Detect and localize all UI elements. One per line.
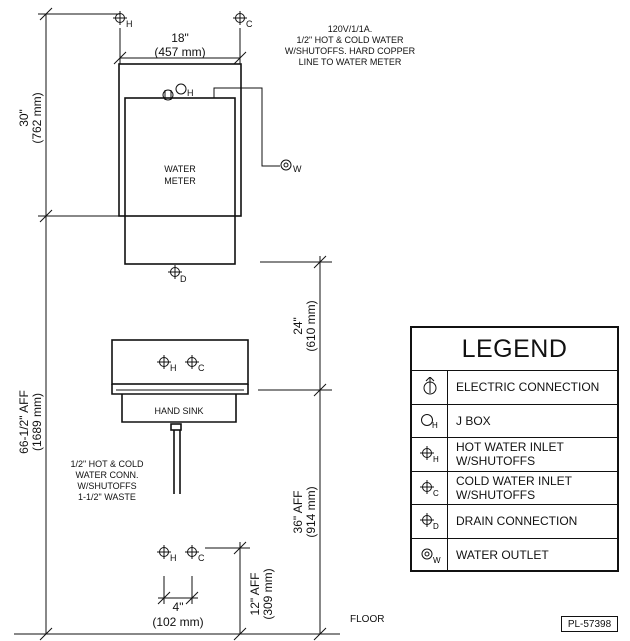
gap-mm-label: (610 mm) [304, 300, 318, 351]
supply-line [213, 87, 280, 167]
tick-mark [233, 627, 247, 641]
legend-row: ELECTRIC CONNECTION [412, 371, 617, 405]
sink-note-3: W/SHUTOFFS [77, 481, 136, 491]
spacing-in-label: 4" [173, 600, 184, 614]
tick-mark [157, 591, 171, 605]
sink-note-1: 1/2" HOT & COLD [70, 459, 144, 469]
tick-mark [39, 7, 53, 21]
width-mm-label: (457 mm) [154, 45, 205, 59]
tick-mark [113, 51, 127, 65]
legend-row: D DRAIN CONNECTION [412, 505, 617, 539]
svg-text:C: C [246, 19, 253, 29]
j-box-symbol: H [175, 83, 194, 98]
svg-text:H: H [126, 19, 133, 29]
svg-text:H: H [432, 421, 438, 430]
svg-text:W: W [433, 556, 441, 565]
hot-water-inlet-icon: H [412, 438, 448, 471]
legend-text: WATER OUTLET [456, 548, 549, 563]
height-mm-label: (762 mm) [30, 92, 44, 143]
svg-text:D: D [433, 522, 439, 531]
power-note-2: 1/2" HOT & COLD WATER [296, 35, 404, 45]
sink-in-label: 36" AFF [291, 491, 305, 534]
legend-text: J BOX [456, 413, 491, 428]
hand-sink [111, 339, 249, 494]
height-in-label: 30" [17, 109, 31, 127]
power-note-4: LINE TO WATER METER [299, 57, 402, 67]
legend-title: LEGEND [412, 328, 617, 371]
wall-backplate [118, 63, 242, 217]
tick-mark [185, 591, 199, 605]
spacing-mm-label: (102 mm) [152, 615, 203, 629]
svg-text:H: H [170, 553, 177, 563]
total-mm-label: (1689 mm) [30, 393, 44, 451]
low-cold-symbol: C [185, 545, 205, 563]
svg-text:C: C [433, 489, 439, 498]
water-meter-label-1: WATER [164, 164, 196, 174]
cold-water-inlet-icon: C [412, 471, 448, 504]
j-box-icon: H [412, 404, 448, 437]
sink-note-4: 1-1/2" WASTE [78, 492, 136, 502]
tick-mark [313, 383, 327, 397]
gap-in-label: 24" [291, 317, 305, 335]
svg-text:H: H [187, 88, 194, 98]
sink-mm-label: (914 mm) [304, 486, 318, 537]
low-hot-symbol: H [157, 545, 177, 563]
tick-mark [313, 627, 327, 641]
electric-connection-icon [412, 371, 448, 404]
width-in-label: 18" [171, 31, 189, 45]
hot-water-symbol-top: H [113, 11, 133, 29]
electric-connection-symbol [162, 89, 174, 101]
power-note-3: W/SHUTOFFS. HARD COPPER [285, 46, 416, 56]
sink-note-2: WATER CONN. [76, 470, 139, 480]
legend-text: ELECTRIC CONNECTION [456, 380, 600, 395]
tick-mark [233, 541, 247, 555]
drain-symbol: D [168, 265, 187, 284]
legend-text: COLD WATER INLET W/SHUTOFFS [456, 473, 573, 502]
power-note-1: 120V/1/1A. [328, 24, 373, 34]
drain-connection-icon: D [412, 505, 448, 538]
total-in-label: 66-1/2" AFF [17, 390, 31, 454]
water-outlet-icon: W [412, 538, 448, 572]
water-meter-body [124, 97, 236, 265]
svg-text:H: H [433, 455, 439, 464]
low-mm-label: (309 mm) [261, 568, 275, 619]
svg-text:H: H [170, 363, 177, 373]
tick-mark [39, 209, 53, 223]
svg-text:D: D [180, 274, 187, 284]
svg-text:C: C [198, 363, 205, 373]
legend-text: DRAIN CONNECTION [456, 514, 578, 529]
hand-sink-label: HAND SINK [154, 406, 203, 416]
legend-row: H J BOX [412, 404, 617, 438]
cold-water-symbol-top: C [233, 11, 253, 29]
sink-hot-symbol: H [157, 355, 177, 373]
legend-row: W WATER OUTLET [412, 538, 617, 572]
legend-text: HOT WATER INLET W/SHUTOFFS [456, 440, 564, 469]
svg-text:C: C [198, 553, 205, 563]
sink-cold-symbol: C [185, 355, 205, 373]
tick-mark [233, 51, 247, 65]
low-in-label: 12" AFF [248, 573, 262, 616]
legend-row: C COLD WATER INLET W/SHUTOFFS [412, 471, 617, 505]
tick-mark [313, 255, 327, 269]
legend-row: H HOT WATER INLET W/SHUTOFFS [412, 438, 617, 472]
drawing-id-box: PL-57398 [561, 616, 618, 632]
svg-text:W: W [293, 164, 302, 174]
water-meter-label-2: METER [164, 176, 196, 186]
water-outlet-symbol: W [280, 159, 302, 174]
legend: LEGEND ELECTRIC CONNECTION H J BOX H HOT… [410, 326, 619, 572]
floor-label: FLOOR [350, 614, 384, 625]
